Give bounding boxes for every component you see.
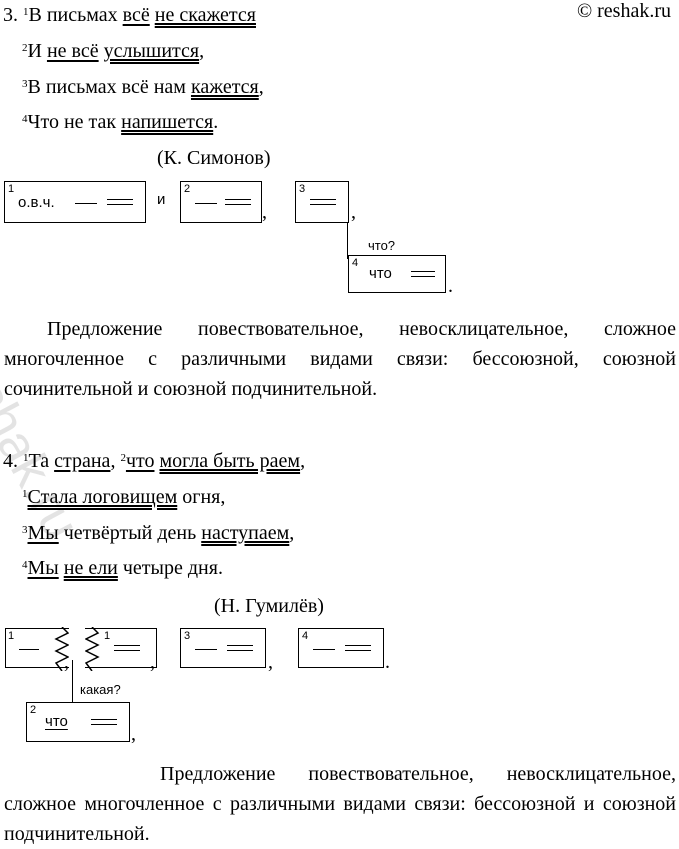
box-number: 3 [299, 183, 306, 195]
scheme-box-3: 3 [295, 181, 349, 223]
predicate-line [107, 199, 133, 205]
predicate: кажется [190, 76, 259, 98]
subject-line [313, 649, 335, 650]
subject-line [195, 649, 217, 650]
task4-line3: 3Мы четвёртый день наступаем, [22, 522, 295, 544]
box-label: что [45, 713, 68, 730]
sentence-break-mark [54, 627, 100, 671]
scheme-box-1-broken: 1 1 [5, 627, 157, 671]
predicate: напишется [121, 111, 214, 133]
comma: , [150, 651, 155, 673]
subject: Мы [27, 522, 59, 544]
subject: страна [54, 450, 111, 472]
box-number: 4 [352, 257, 359, 269]
predicate: не ели [63, 557, 118, 579]
comma: , [351, 201, 356, 223]
box-number: 2 [184, 183, 191, 195]
scheme-box-1: 1 о.в.ч. [4, 181, 146, 223]
comma: , [64, 651, 69, 673]
box-number: 2 [30, 704, 37, 716]
conjunction: и [157, 191, 166, 208]
question-label: какая? [80, 682, 121, 697]
predicate: не скажется [154, 4, 256, 26]
task3-line1: 3. 1В письмах всё не скажется [3, 4, 256, 26]
box-number: 4 [302, 630, 309, 642]
box-number: 3 [184, 630, 191, 642]
predicate-line [227, 645, 253, 651]
predicate-line [310, 199, 336, 205]
subject: не всё [46, 40, 99, 62]
subject: что [125, 450, 155, 472]
comma: , [131, 723, 136, 745]
predicate-line [411, 271, 435, 277]
box-number: 1 [8, 183, 15, 195]
task-number: 3. [3, 4, 18, 26]
subject: Мы [27, 557, 59, 579]
period: . [448, 275, 453, 297]
comma: , [268, 651, 273, 673]
box-number: 1 [8, 630, 15, 642]
subject-line [19, 649, 39, 650]
predicate-line [225, 199, 251, 205]
task3-line2: 2И не всё услышится, [22, 40, 205, 62]
task4-line1: 4. 1Та страна, 2что могла быть раем, [3, 450, 306, 472]
scheme-box-4: 4 [298, 628, 384, 668]
predicate: услышится [103, 40, 200, 62]
scheme-box-4: 4 что [348, 255, 446, 293]
task4-description: Предложение повествовательное, невосклиц… [4, 763, 676, 845]
subject-line [195, 203, 217, 204]
predicate: Стала логовищем [27, 486, 178, 508]
period: . [385, 651, 390, 673]
task4-line4: 4Мы не ели четыре дня. [22, 557, 223, 579]
task3-author: (К. Симонов) [157, 147, 271, 169]
site-credit: © reshak.ru [576, 0, 671, 22]
connector-line [347, 223, 348, 259]
scheme-box-2: 2 что [26, 702, 130, 742]
connector-line [72, 660, 73, 702]
scheme-box-3: 3 [180, 628, 266, 668]
predicate-line [114, 645, 140, 651]
predicate: могла быть раем [159, 450, 301, 472]
task3-description: Предложение повествовательное, невосклиц… [4, 318, 676, 400]
task-number: 4. [3, 450, 18, 472]
predicate-line [91, 719, 117, 725]
predicate: наступаем [201, 522, 290, 544]
comma: , [262, 201, 267, 223]
scheme-box-2: 2 [180, 181, 262, 223]
question-label: что? [368, 238, 396, 253]
task4-author: (Н. Гумилёв) [214, 595, 324, 617]
predicate-line [345, 645, 371, 651]
task3-line4: 4Что не так напишется. [22, 111, 219, 133]
task4-line2: 1Стала логовищем огня, [22, 486, 226, 508]
task3-line3: 3В письмах всё нам кажется, [22, 76, 264, 98]
box-number: 1 [104, 630, 111, 642]
subject: всё [122, 4, 150, 26]
box-label: о.в.ч. [18, 194, 55, 211]
box-label: что [369, 265, 392, 282]
subject-line [75, 203, 97, 204]
